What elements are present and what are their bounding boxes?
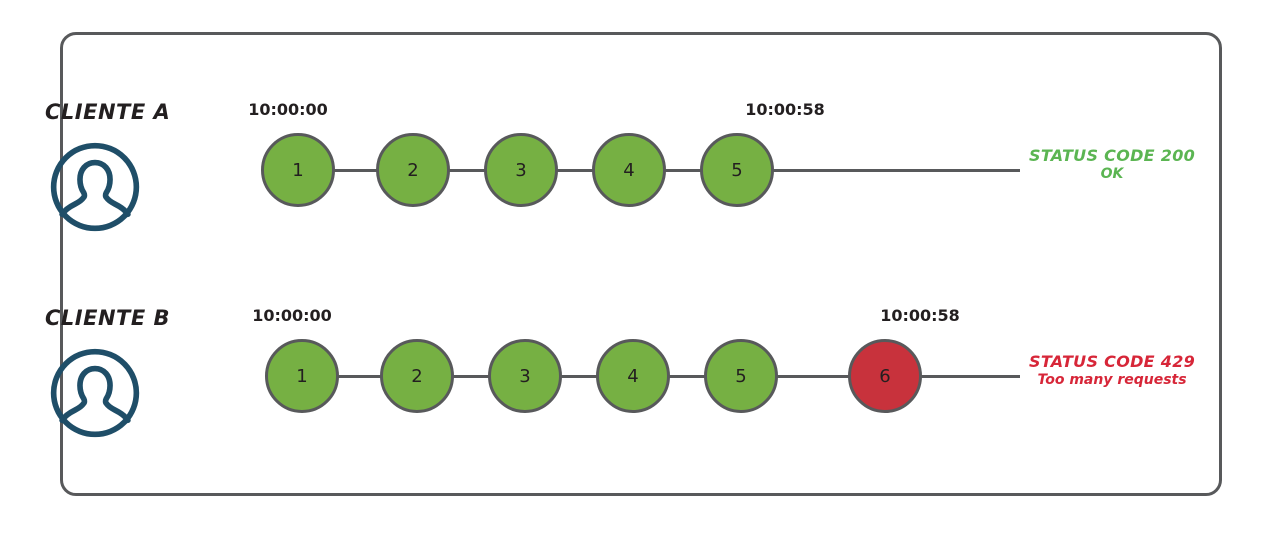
user-avatar-icon xyxy=(48,140,142,234)
status-badge-a: STATUS CODE 200 OK xyxy=(1029,146,1195,184)
request-node-a-2[interactable]: 2 xyxy=(376,133,450,207)
client-row-cliente-a: CLIENTE A 10:00:00 10:00:58 1 2 3 4 5 ST… xyxy=(0,52,1280,262)
status-text-b: Too many requests xyxy=(1037,372,1187,388)
request-node-a-3[interactable]: 3 xyxy=(484,133,558,207)
request-node-b-6[interactable]: 6 xyxy=(848,339,922,413)
status-badge-b: STATUS CODE 429 Too many requests xyxy=(1029,352,1195,390)
request-node-b-2[interactable]: 2 xyxy=(380,339,454,413)
timestamp-a-start: 10:00:00 xyxy=(248,100,328,119)
timestamp-b-start: 10:00:00 xyxy=(252,306,332,325)
timeline-b: 10:00:00 10:00:58 1 2 3 4 5 6 STATUS COD… xyxy=(240,258,1200,468)
request-node-b-4[interactable]: 4 xyxy=(596,339,670,413)
user-avatar-icon xyxy=(48,346,142,440)
client-label-a: CLIENTE A xyxy=(45,100,171,124)
timeline-a: 10:00:00 10:00:58 1 2 3 4 5 STATUS CODE … xyxy=(240,52,1200,262)
request-node-b-3[interactable]: 3 xyxy=(488,339,562,413)
request-node-a-4[interactable]: 4 xyxy=(592,133,666,207)
request-node-a-1[interactable]: 1 xyxy=(261,133,335,207)
status-code-b: STATUS CODE 429 xyxy=(1029,352,1196,371)
request-node-a-5[interactable]: 5 xyxy=(700,133,774,207)
timestamp-a-end: 10:00:58 xyxy=(745,100,825,119)
client-label-b: CLIENTE B xyxy=(45,306,171,330)
request-node-b-1[interactable]: 1 xyxy=(265,339,339,413)
status-text-a: OK xyxy=(1100,166,1124,182)
diagram-frame xyxy=(60,32,1222,496)
timestamp-b-end: 10:00:58 xyxy=(880,306,960,325)
request-node-b-5[interactable]: 5 xyxy=(704,339,778,413)
status-code-a: STATUS CODE 200 xyxy=(1029,146,1196,165)
client-row-cliente-b: CLIENTE B 10:00:00 10:00:58 1 2 3 4 5 6 … xyxy=(0,258,1280,468)
